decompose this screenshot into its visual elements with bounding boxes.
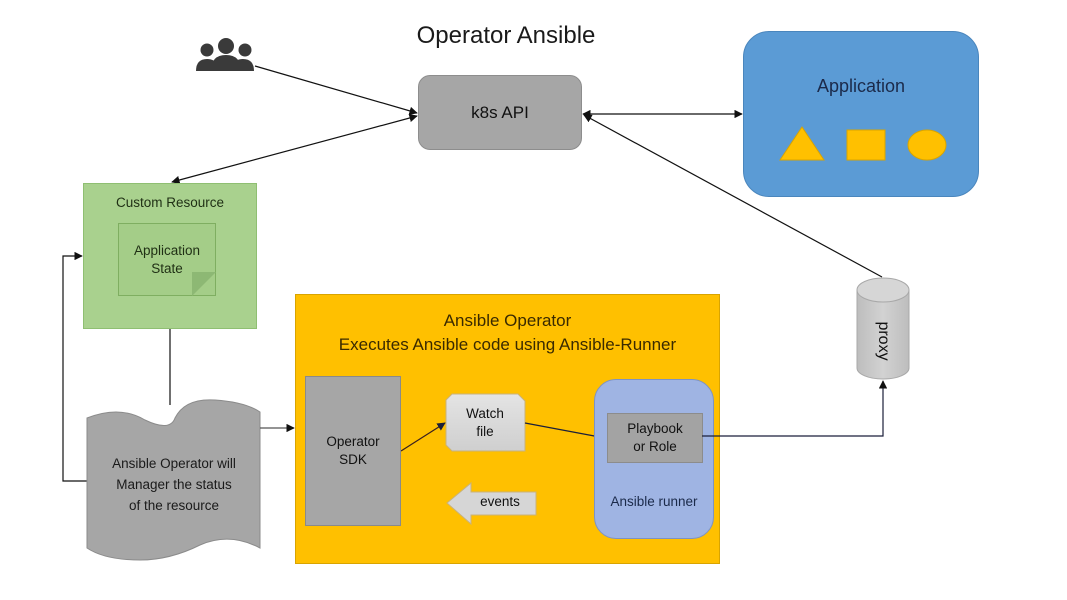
application-state-note[interactable]: Application State — [118, 223, 216, 296]
diagram-title: Operator Ansible — [416, 22, 596, 49]
edge-proxy-k8s — [583, 114, 883, 278]
users-group-icon — [196, 38, 254, 71]
status-line3: of the resource — [128, 498, 220, 513]
playbook-or-role-node[interactable]: Playbook or Role — [607, 413, 703, 463]
ansible-runner-node[interactable]: Playbook or Role Ansible runner — [594, 379, 714, 539]
watch-file-line2: file — [476, 423, 494, 439]
status-line2: Manager the status — [116, 477, 232, 492]
edge-watch-playbook — [524, 422, 606, 441]
ansible-operator-inner-shapes — [400, 393, 606, 526]
watch-file-line1: Watch — [466, 405, 504, 421]
proxy-label: proxy — [875, 321, 892, 361]
application-node[interactable]: Application — [743, 31, 979, 197]
ansible-operator-title: Ansible Operator Executes Ansible code u… — [296, 309, 719, 357]
status-document-shape — [86, 399, 261, 561]
edge-document-custom-resource — [62, 251, 87, 482]
k8s-api-node[interactable]: k8s API — [418, 75, 582, 150]
playbook-line1: Playbook — [627, 421, 683, 436]
status-line1: Ansible Operator will — [112, 456, 236, 471]
operator-sdk-line2: SDK — [339, 452, 367, 467]
triangle-shape — [779, 126, 825, 161]
edge-users-k8s — [254, 65, 418, 115]
custom-resource-node[interactable]: Custom Resource Application State — [83, 183, 257, 329]
watch-file-node[interactable]: Watch file — [446, 394, 524, 451]
circle-shape — [907, 129, 947, 161]
events-arrow-shape — [446, 481, 537, 526]
operator-sdk-node[interactable]: Operator SDK — [305, 376, 401, 526]
folded-corner-icon — [192, 272, 216, 296]
ansible-operator-container[interactable]: Ansible Operator Executes Ansible code u… — [295, 294, 720, 564]
application-label: Application — [816, 76, 906, 96]
events-label: events — [480, 494, 520, 509]
ansible-operator-title-line1: Ansible Operator — [443, 311, 572, 330]
status-document-text: Ansible Operator will Manager the status… — [90, 453, 258, 516]
watch-file-shape — [445, 393, 526, 452]
playbook-line2: or Role — [633, 439, 677, 454]
operator-sdk-line1: Operator — [326, 434, 380, 449]
edge-k8s-custom-resource — [171, 113, 418, 185]
application-state-line2: State — [151, 260, 183, 276]
k8s-api-label: k8s API — [471, 102, 529, 122]
application-state-line1: Application — [133, 242, 201, 258]
custom-resource-label: Custom Resource — [115, 195, 225, 210]
square-shape — [846, 129, 886, 161]
ansible-operator-title-line2: Executes Ansible code using Ansible-Runn… — [338, 335, 677, 354]
edge-sdk-watch — [400, 422, 446, 452]
application-shapes — [779, 126, 947, 161]
ansible-runner-label: Ansible runner — [610, 494, 698, 509]
proxy-cylinder — [856, 277, 910, 380]
